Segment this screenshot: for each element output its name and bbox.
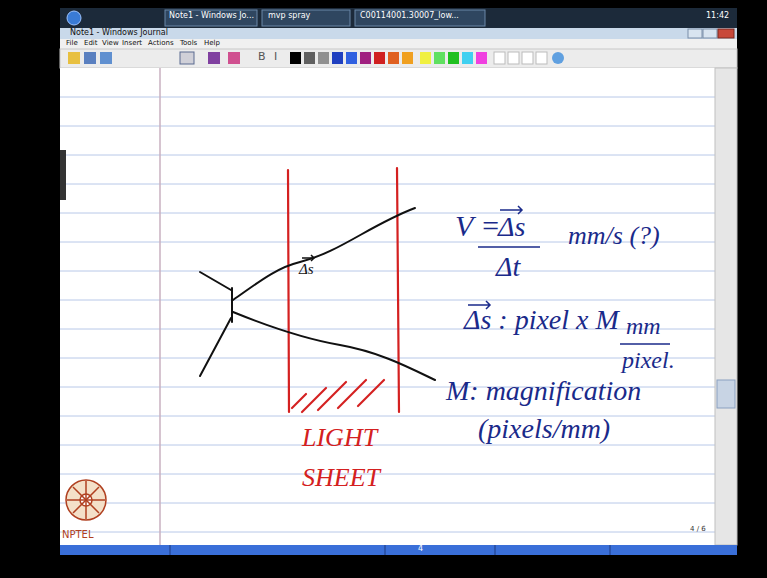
taskbar-tab-text: C00114001.30007_low... [360, 12, 459, 20]
logo-text: NPTEL [62, 530, 94, 541]
color-swatches [290, 52, 564, 64]
window-title: Note1 - Windows Journal [70, 29, 168, 37]
definition-text: M: magnification [446, 376, 641, 405]
clock-text: 11:42 [706, 12, 729, 20]
window-button [703, 29, 717, 38]
equation-text: Δs : pixel x M [464, 305, 619, 334]
definition-text: (pixels/mm) [478, 414, 610, 443]
margin-line [159, 68, 161, 545]
title-bar [60, 28, 737, 39]
spray-sketch [200, 208, 435, 380]
menu-item: File [66, 40, 78, 47]
unit-text: mm [626, 314, 661, 339]
status-text: 4 [418, 545, 423, 553]
menu-item: Insert [122, 40, 142, 47]
close-button [718, 29, 734, 38]
taskbar-tab-text: Note1 - Windows Jo... [169, 12, 254, 20]
journal-page [60, 68, 715, 545]
page-tab [60, 150, 66, 200]
taskbar-tab-text: mvp spray [268, 12, 310, 20]
light-sheet-label: LIGHT [302, 424, 377, 451]
window-button [688, 29, 702, 38]
start-orb [67, 11, 81, 25]
light-sheet-label: SHEET [302, 464, 380, 491]
equation-text: Δs [498, 212, 525, 241]
toolbar [60, 49, 737, 68]
task-tab [165, 10, 257, 26]
italic-button: I [274, 51, 277, 63]
status-bar [60, 545, 737, 555]
bold-button: B [258, 51, 266, 63]
equation-text: V = [455, 210, 501, 242]
menu-item: Help [204, 40, 220, 47]
ruled-lines [60, 97, 715, 532]
vector-arrows [302, 206, 670, 344]
task-tab [355, 10, 485, 26]
menu-bar [60, 39, 737, 49]
menu-item: Tools [180, 40, 197, 47]
scrollbar [715, 68, 737, 545]
unit-text: pixel. [622, 348, 675, 373]
toolbar-icons [68, 52, 240, 64]
status-dividers [170, 545, 610, 555]
displacement-label: Δs [299, 262, 314, 278]
menu-item: Actions [148, 40, 174, 47]
page-counter: 4 / 6 [690, 526, 706, 533]
taskbar [60, 8, 737, 28]
equation-text: mm/s (?) [568, 222, 660, 249]
light-sheet [288, 168, 399, 412]
scroll-thumb [717, 380, 735, 408]
nptel-logo [66, 480, 106, 520]
menu-item: Edit [84, 40, 98, 47]
equation-text: Δt [496, 252, 520, 281]
task-tab [262, 10, 350, 26]
menu-item: View [102, 40, 119, 47]
